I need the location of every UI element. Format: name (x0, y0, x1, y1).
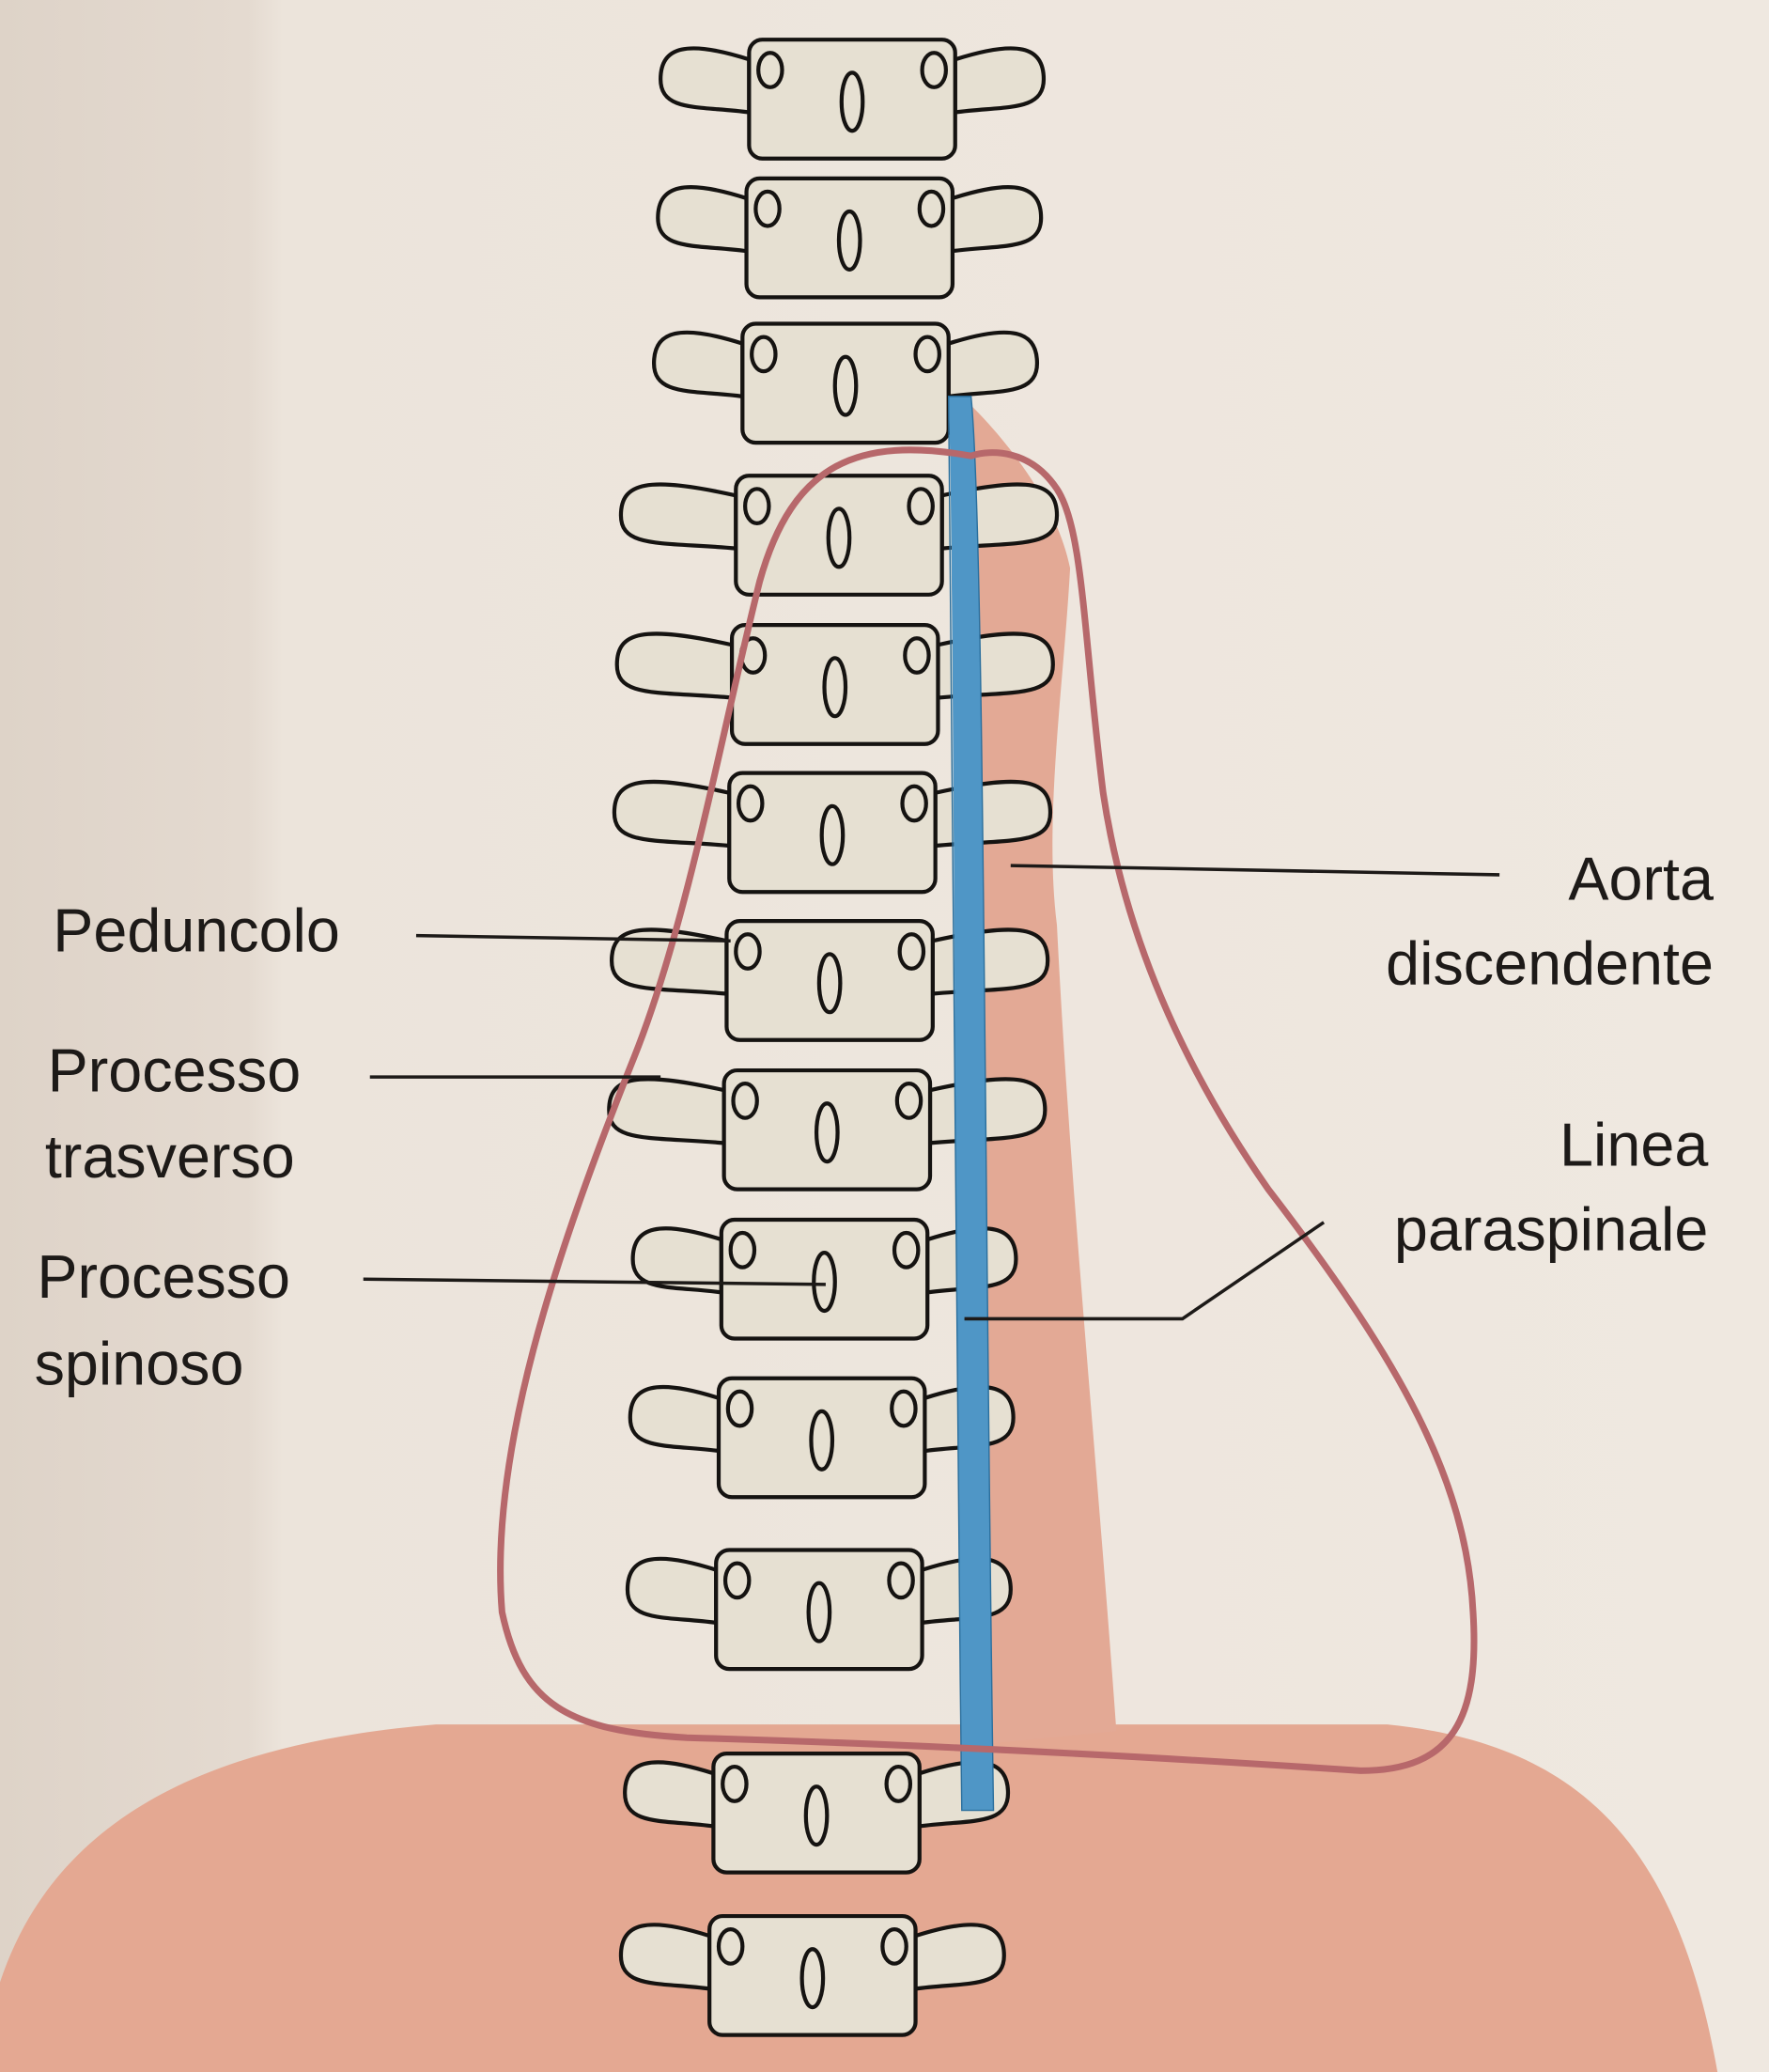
label-spinous-process-2: spinoso (35, 1330, 244, 1398)
label-aorta-2: discendente (1386, 929, 1714, 998)
pedicle (907, 487, 935, 525)
label-pedicle: Peduncolo (53, 896, 340, 965)
pedicle (722, 1561, 752, 1600)
transverse-process (625, 1556, 719, 1626)
pedicle (721, 1765, 749, 1803)
transverse-process (913, 1923, 1006, 1991)
pedicle (753, 189, 782, 228)
paraspinal-leader (964, 1221, 1326, 1321)
pedicle (897, 932, 926, 971)
pedicle (880, 1927, 908, 1966)
pedicle (731, 1082, 759, 1120)
vertebral-column (607, 38, 1060, 2037)
spinous-process (803, 1784, 830, 1847)
spinous-process (826, 506, 852, 569)
spinous-process (819, 803, 846, 866)
spinous-process (822, 656, 848, 719)
pedicle-leader (415, 933, 731, 943)
spinous-process (839, 70, 865, 133)
pedicle (890, 1389, 918, 1428)
spinous-process (832, 354, 859, 417)
pedicle (734, 932, 762, 971)
pedicle (736, 784, 765, 823)
transverse-process (946, 330, 1040, 399)
mediastinal-outline (497, 446, 1478, 1774)
transverse-process (614, 631, 735, 700)
transverse-process (656, 185, 749, 254)
aorta-leader (1010, 864, 1500, 877)
diaphragm-mound (0, 1724, 1718, 2072)
transverse-process (659, 46, 752, 115)
pedicle (917, 189, 946, 228)
pedicle (900, 784, 928, 823)
label-paraspinal-1: Linea (1560, 1110, 1708, 1178)
label-spinous-process-1: Processo (37, 1242, 290, 1311)
transverse-process (628, 1384, 722, 1454)
pedicle (887, 1561, 915, 1600)
pedicle (725, 1389, 754, 1428)
pedicle (894, 1082, 923, 1120)
pedicle (920, 51, 949, 89)
pedicle (884, 1765, 913, 1803)
transverse-process (950, 185, 1044, 254)
transverse-process (623, 1760, 716, 1829)
pedicle (756, 51, 784, 89)
label-transverse-process-2: trasverso (45, 1122, 295, 1191)
pedicle (716, 1927, 745, 1966)
spinous-process (816, 952, 843, 1015)
transverse-process (618, 1923, 712, 1991)
pedicle (750, 335, 778, 374)
spinous-process (806, 1581, 832, 1644)
spinous-process (814, 1101, 840, 1164)
spinous-process (799, 1947, 826, 2010)
transverse-process (953, 46, 1047, 115)
transverse-process (618, 482, 738, 551)
label-transverse-process-1: Processo (48, 1036, 302, 1105)
pedicle (913, 335, 941, 374)
pedicle (743, 487, 771, 525)
spinous-process (836, 209, 862, 272)
spinous-process (809, 1409, 835, 1472)
transverse-process (930, 927, 1050, 996)
transverse-process (630, 1226, 723, 1295)
transverse-process (927, 1077, 1047, 1145)
transverse-process (607, 1077, 726, 1145)
pedicle (903, 636, 931, 675)
pedicle (892, 1230, 921, 1270)
pedicle (728, 1230, 757, 1270)
spinous-process (812, 1251, 837, 1314)
transverse-process (651, 330, 745, 399)
spinous-process-leader (363, 1277, 826, 1286)
label-paraspinal-2: paraspinale (1394, 1194, 1708, 1263)
label-aorta-1: Aorta (1568, 845, 1714, 913)
